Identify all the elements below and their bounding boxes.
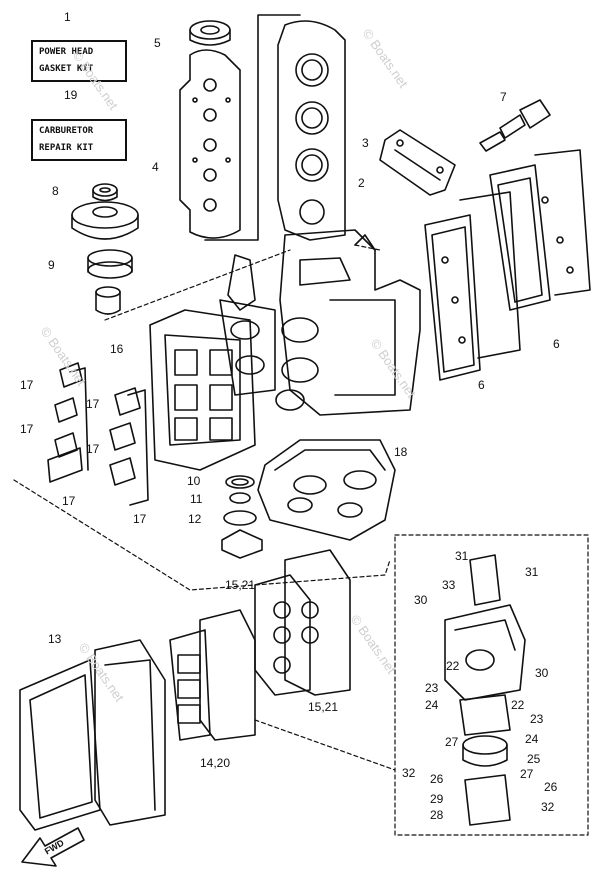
callout-3: 3 — [362, 136, 369, 150]
part-4-gasket — [179, 49, 241, 239]
callout-7: 7 — [500, 90, 507, 104]
callout-25: 25 — [527, 752, 541, 766]
part-9-orings — [87, 249, 133, 279]
callout-9: 9 — [48, 258, 55, 272]
part-17-reed-right — [109, 387, 149, 506]
parts-10-11-12-seals — [221, 475, 263, 559]
callout-10: 10 — [187, 474, 201, 488]
power-head-line1: POWER HEAD — [39, 47, 94, 57]
power-head-gasket-kit-box: POWER HEAD GASKET KIT — [31, 40, 127, 82]
bearing-housing — [71, 201, 139, 240]
callout-16: 16 — [110, 342, 124, 356]
kit-number-power-head: 1 — [64, 10, 71, 24]
carburetor-line1: CARBURETOR — [39, 126, 94, 136]
callout-23b: 23 — [530, 712, 544, 726]
part-7-fitting — [479, 99, 551, 152]
callout-15-21a: 15,21 — [225, 578, 256, 592]
callout-4: 4 — [152, 160, 159, 174]
callout-17c: 17 — [86, 397, 100, 411]
callout-6b: 6 — [478, 378, 485, 392]
callout-14-20: 14,20 — [200, 756, 231, 770]
callout-32a: 32 — [402, 766, 416, 780]
group-frame — [13, 244, 391, 591]
callout-17d: 17 — [86, 442, 100, 456]
callout-5: 5 — [154, 36, 161, 50]
part-5-flange — [189, 20, 231, 46]
callout-17f: 17 — [133, 512, 147, 526]
callout-30b: 30 — [535, 666, 549, 680]
crankshaft — [219, 254, 276, 396]
carburetor-line2: REPAIR KIT — [39, 143, 94, 153]
callout-11: 11 — [190, 492, 203, 506]
callout-18: 18 — [394, 445, 408, 459]
callout-15-21b: 15,21 — [308, 700, 339, 714]
callout-2: 2 — [358, 176, 365, 190]
callout-17e: 17 — [62, 494, 76, 508]
callout-22a: 22 — [446, 659, 460, 673]
callout-28: 28 — [430, 808, 444, 822]
callout-17a: 17 — [20, 378, 34, 392]
fwd-arrow — [21, 827, 85, 867]
bracket-frame — [204, 14, 301, 241]
callout-30a: 30 — [414, 593, 428, 607]
callout-29: 29 — [430, 792, 444, 806]
part-6-covers — [424, 149, 591, 381]
callout-23a: 23 — [425, 681, 439, 695]
callout-24b: 24 — [525, 732, 539, 746]
part-3-head-gasket — [277, 20, 346, 241]
callout-26b: 26 — [544, 780, 558, 794]
carb-leader — [254, 719, 396, 771]
part-2-cover — [379, 129, 456, 196]
callout-22b: 22 — [511, 698, 525, 712]
power-head-line2: GASKET KIT — [39, 64, 94, 74]
callout-6a: 6 — [553, 337, 560, 351]
part-13-cover — [19, 639, 166, 831]
callout-12: 12 — [188, 512, 202, 526]
callout-31b: 31 — [525, 565, 539, 579]
part-16-crankcase — [149, 309, 256, 471]
part-8-seal — [92, 183, 118, 202]
bushing — [95, 286, 121, 315]
callout-13: 13 — [48, 632, 62, 646]
callout-32b: 32 — [541, 800, 555, 814]
carburetor-body — [444, 554, 526, 826]
callout-24a: 24 — [425, 698, 439, 712]
part-15-21-exhaust-cover — [254, 549, 351, 696]
callout-27a: 27 — [445, 735, 459, 749]
callout-8: 8 — [52, 184, 59, 198]
callout-31a: 31 — [455, 549, 469, 563]
callout-26a: 26 — [430, 772, 444, 786]
part-17-reed-left — [47, 362, 89, 483]
part-14-20-plate — [169, 609, 256, 741]
callout-27b: 27 — [520, 767, 534, 781]
carburetor-repair-kit-box: CARBURETOR REPAIR KIT — [31, 119, 127, 161]
carburetor-box — [394, 534, 589, 836]
part-18-gasket — [257, 439, 396, 541]
engine-block — [275, 229, 421, 416]
kit-number-carburetor: 19 — [64, 88, 78, 102]
callout-33: 33 — [442, 578, 456, 592]
callout-17b: 17 — [20, 422, 34, 436]
